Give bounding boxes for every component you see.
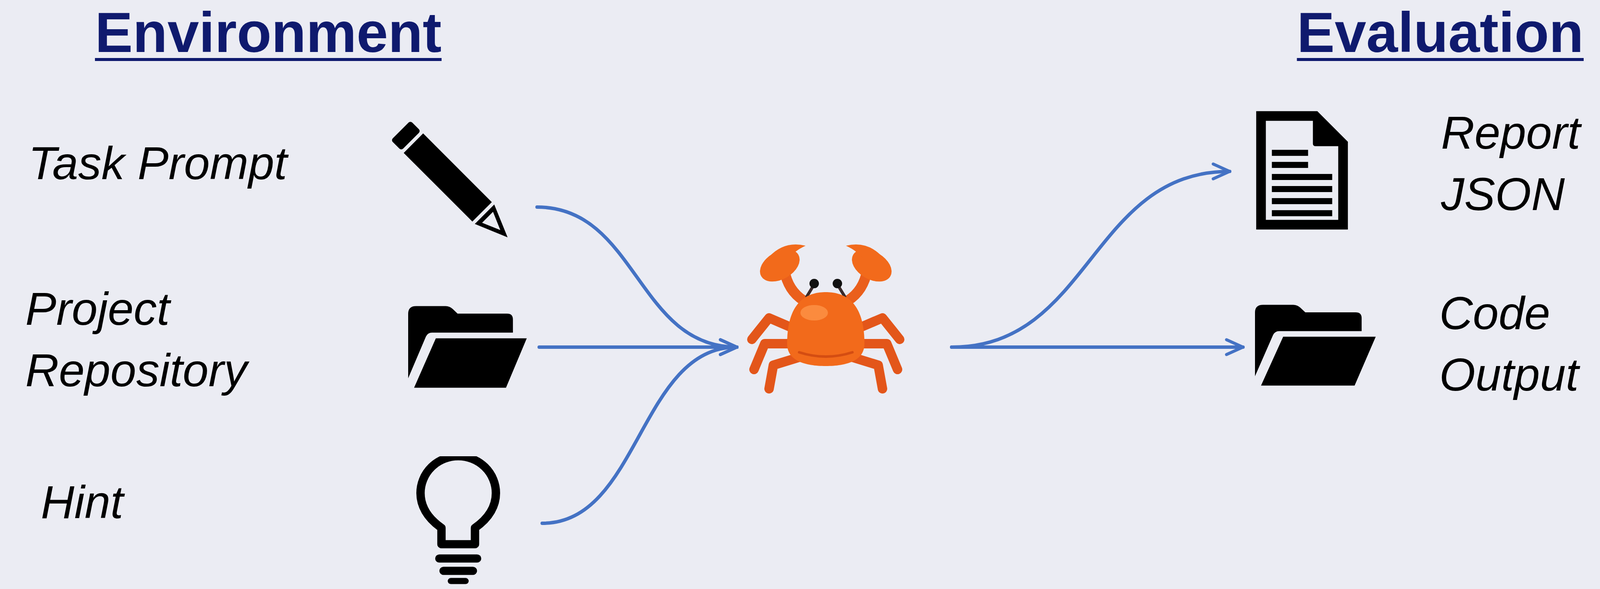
flow-arrow [539,345,737,349]
flow-arrow [951,345,1243,349]
crab-highlight [800,305,828,321]
node-label: Report JSON [1441,102,1581,225]
crab-icon [751,242,900,389]
pencil-tip [474,204,518,248]
crab-eye [809,278,819,289]
crab-leg [769,356,802,389]
pencil-icon [390,120,518,248]
icon-label-group: Hint [21,451,543,587]
pencil-body [403,133,492,222]
folder-icon [1254,304,1376,386]
node-label: Task Prompt [28,132,288,195]
connector-group [537,171,1243,524]
flow-arrow [951,171,1230,348]
column-heading: Environment [94,0,442,66]
flow-arrow [542,347,737,524]
heading-holder: Evaluation [1297,0,1584,66]
icon-label-group: Report JSON [1229,98,1588,241]
node-label: Hint [40,471,124,534]
flow-arrow [537,207,737,348]
crab-shell-line [799,352,853,357]
agent-icon-area [736,240,952,396]
crab-claw [754,242,806,288]
lightbulb-icon [420,456,497,585]
crab-pincer [769,244,806,261]
icon-label-group: Project Repository [21,274,540,405]
folder-icon [408,305,527,388]
heading-holder: Environment [94,0,442,66]
pencil-wood [482,211,506,236]
column-heading: Evaluation [1297,0,1584,66]
node-label: Code Output [1439,282,1579,406]
crab-body [787,292,865,367]
icon-label-group: Task Prompt [21,128,538,239]
icon-label-group: Code Output [1242,279,1587,409]
node-label: Project Repository [25,278,248,401]
document-icon [1261,116,1344,225]
